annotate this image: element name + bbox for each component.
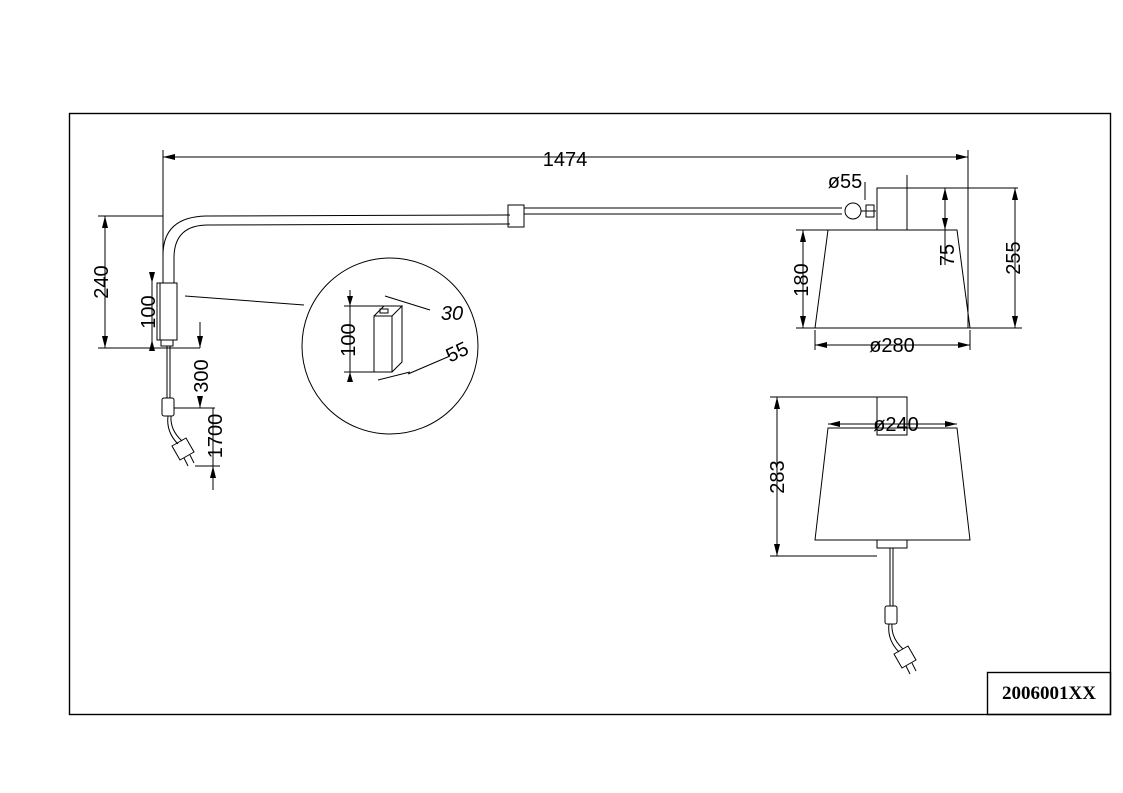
wall-mount-box bbox=[156, 282, 178, 347]
title-block-box bbox=[986, 671, 1112, 716]
dim-cord-drop: 300 bbox=[191, 359, 213, 392]
drawing-frame bbox=[68, 112, 1112, 716]
dim-shade-height: 180 bbox=[791, 263, 813, 296]
dim-detail-thickness: 30 bbox=[441, 303, 463, 325]
dim-arm-tube-diameter: ø55 bbox=[828, 171, 862, 193]
dim-shade-top-diameter: ø240 bbox=[873, 414, 919, 436]
dim-holder-height: 75 bbox=[937, 244, 959, 266]
dim-switch-box-height: 100 bbox=[138, 295, 160, 328]
product-code: 2006001XX bbox=[1002, 683, 1096, 704]
shade-front-view bbox=[814, 396, 971, 675]
dimension-lines bbox=[98, 150, 1022, 557]
dim-lamp-height: 283 bbox=[767, 460, 789, 493]
dim-total-length: 1474 bbox=[543, 149, 588, 171]
mount-detail-circle bbox=[184, 257, 479, 435]
dim-detail-height: 100 bbox=[338, 323, 360, 356]
lamp-arm bbox=[162, 202, 876, 283]
cord-with-plug bbox=[161, 346, 195, 467]
dim-cord-length: 1700 bbox=[205, 414, 227, 459]
dim-detail-width: 55 bbox=[443, 338, 472, 367]
dim-mount-height: 240 bbox=[91, 265, 113, 298]
dim-overall-height: 255 bbox=[1003, 241, 1025, 274]
dim-shade-bottom-diameter: ø280 bbox=[869, 335, 915, 357]
